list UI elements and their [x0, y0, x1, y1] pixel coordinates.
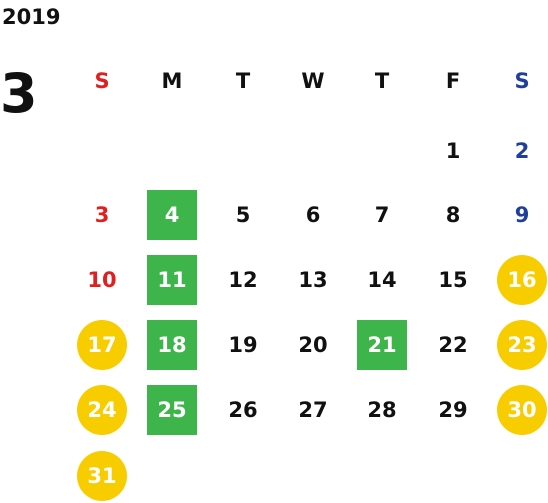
day-cell[interactable]: 10 — [87, 268, 117, 292]
day-cell-holiday[interactable]: 31 — [77, 451, 127, 501]
day-cell[interactable]: 2 — [514, 139, 530, 163]
day-cell-highlighted[interactable]: 11 — [147, 255, 197, 305]
day-cell-highlighted[interactable]: 21 — [357, 320, 407, 370]
day-cell-highlighted[interactable]: 25 — [147, 385, 197, 435]
day-cell[interactable]: 6 — [305, 203, 321, 227]
day-cell[interactable]: 27 — [298, 398, 328, 422]
day-cell-highlighted[interactable]: 4 — [147, 190, 197, 240]
day-cell[interactable]: 9 — [514, 203, 530, 227]
day-cell[interactable]: 14 — [367, 268, 397, 292]
month-label: 3 — [0, 62, 38, 125]
day-cell[interactable]: 20 — [298, 333, 328, 357]
day-cell[interactable]: 7 — [374, 203, 390, 227]
weekday-thursday: T — [374, 69, 390, 93]
day-cell-holiday[interactable]: 16 — [497, 255, 547, 305]
day-cell[interactable]: 8 — [445, 203, 461, 227]
weekday-saturday: S — [514, 69, 530, 93]
day-cell-holiday[interactable]: 30 — [497, 385, 547, 435]
day-cell-holiday[interactable]: 17 — [77, 320, 127, 370]
day-cell[interactable]: 5 — [235, 203, 251, 227]
day-cell[interactable]: 29 — [438, 398, 468, 422]
day-cell[interactable]: 28 — [367, 398, 397, 422]
weekday-sunday: S — [94, 69, 110, 93]
day-cell[interactable]: 1 — [445, 139, 461, 163]
weekday-wednesday: W — [301, 69, 325, 93]
weekday-friday: F — [445, 69, 461, 93]
day-cell[interactable]: 13 — [298, 268, 328, 292]
year-label: 2019 — [2, 5, 61, 29]
day-cell[interactable]: 22 — [438, 333, 468, 357]
weekday-tuesday: T — [235, 69, 251, 93]
day-cell[interactable]: 12 — [228, 268, 258, 292]
day-cell[interactable]: 26 — [228, 398, 258, 422]
day-cell-highlighted[interactable]: 18 — [147, 320, 197, 370]
weekday-monday: M — [161, 69, 183, 93]
day-cell-holiday[interactable]: 23 — [497, 320, 547, 370]
day-cell-holiday[interactable]: 24 — [77, 385, 127, 435]
day-cell[interactable]: 15 — [438, 268, 468, 292]
day-cell[interactable]: 3 — [94, 203, 110, 227]
day-cell[interactable]: 19 — [228, 333, 258, 357]
